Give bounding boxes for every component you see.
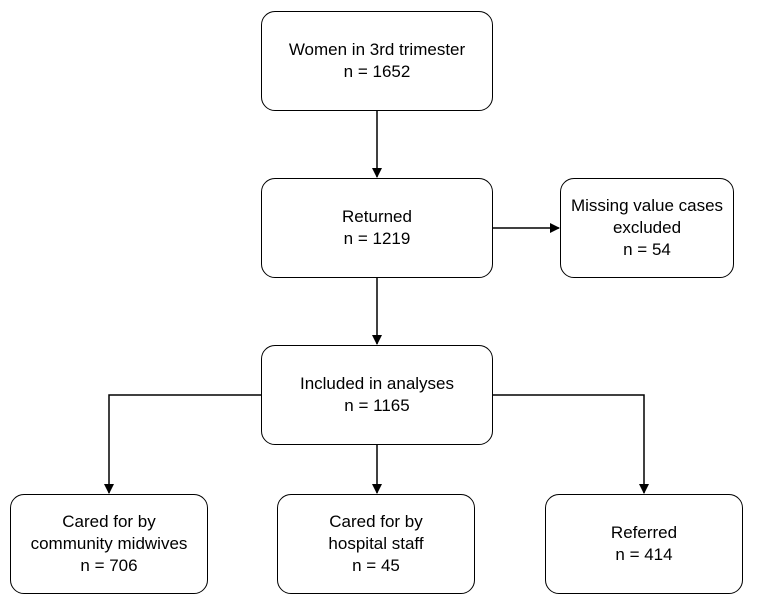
node-label: Referred — [610, 523, 678, 542]
node-referred: Referred n = 414 — [545, 494, 743, 594]
node-label-line2: excluded — [612, 218, 682, 237]
node-included-in-analyses: Included in analyses n = 1165 — [261, 345, 493, 445]
node-label: Women in 3rd trimester — [288, 40, 466, 59]
node-count: n = 54 — [623, 240, 671, 259]
node-missing-value-excluded: Missing value cases excluded n = 54 — [560, 178, 734, 278]
node-count: n = 414 — [615, 545, 673, 564]
arrow-included-to-referred — [493, 394, 649, 494]
node-label: Included in analyses — [299, 374, 455, 393]
node-label: Returned — [342, 207, 412, 226]
node-label-line2: hospital staff — [328, 534, 424, 553]
node-count: n = 45 — [352, 556, 400, 575]
node-count: n = 706 — [80, 556, 138, 575]
arrow-included-to-community — [104, 394, 261, 494]
node-count: n = 1219 — [343, 229, 411, 248]
node-label-line1: Cared for by — [329, 512, 423, 531]
node-count: n = 1652 — [343, 62, 411, 81]
node-label-line1: Cared for by — [62, 512, 156, 531]
node-count: n = 1165 — [344, 396, 410, 415]
node-returned: Returned n = 1219 — [261, 178, 493, 278]
node-hospital-staff: Cared for by hospital staff n = 45 — [277, 494, 475, 594]
node-community-midwives: Cared for by community midwives n = 706 — [10, 494, 208, 594]
node-label-line1: Missing value cases — [570, 196, 724, 215]
node-label-line2: community midwives — [30, 534, 188, 553]
node-women-3rd-trimester: Women in 3rd trimester n = 1652 — [261, 11, 493, 111]
